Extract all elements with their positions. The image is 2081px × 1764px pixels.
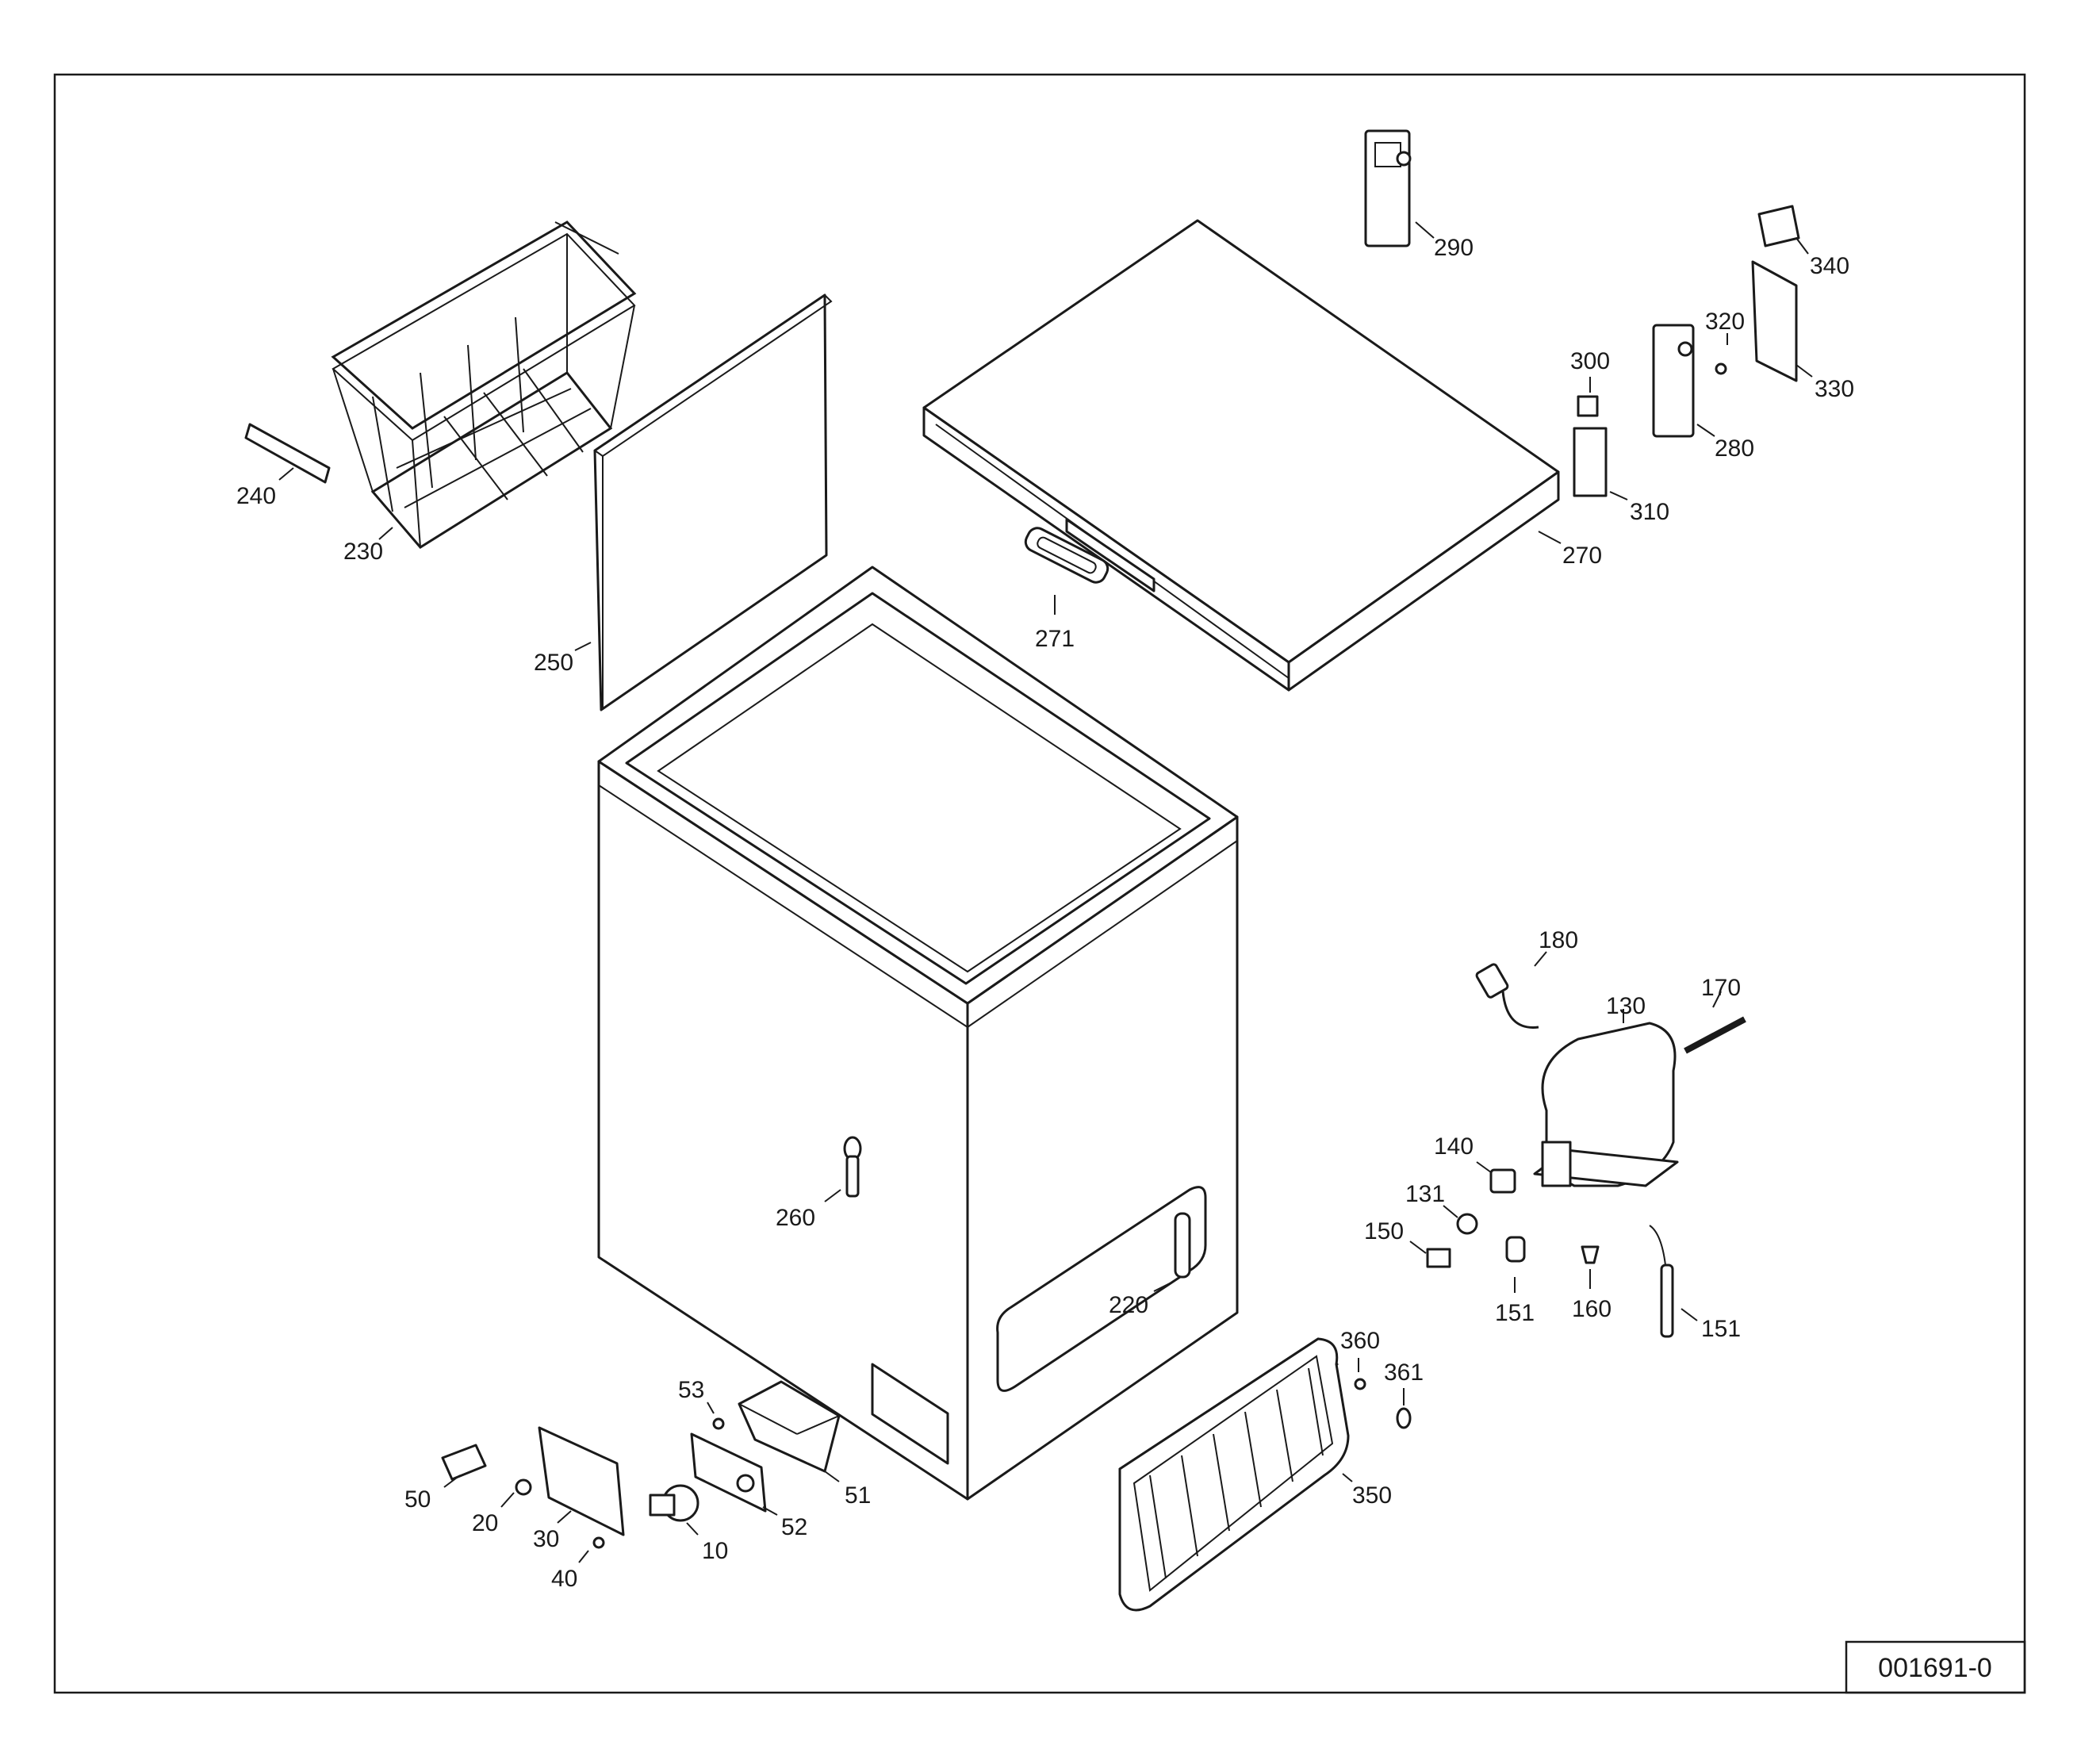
callout-250: 250	[534, 650, 573, 676]
callout-271: 271	[1035, 626, 1075, 652]
screw-40	[592, 1536, 605, 1549]
callout-131: 131	[1405, 1181, 1445, 1207]
drawing-reference-box: 001691-0	[1845, 1640, 2026, 1694]
hinge-cap-340	[1757, 205, 1800, 247]
callout-320: 320	[1705, 309, 1745, 335]
callout-230: 230	[343, 539, 383, 565]
relay-140	[1489, 1168, 1516, 1194]
part-150	[1426, 1248, 1451, 1268]
wire-basket	[331, 220, 637, 549]
plate-300	[1577, 395, 1599, 417]
callout-340: 340	[1810, 253, 1849, 279]
compressor	[1533, 1022, 1679, 1187]
tube	[1684, 1016, 1746, 1054]
callout-130: 130	[1606, 993, 1646, 1019]
callout-300: 300	[1570, 348, 1610, 374]
power-cord	[1475, 963, 1539, 1029]
hinge-cover-330	[1751, 260, 1798, 382]
part-151a	[1505, 1236, 1526, 1263]
cabinet	[597, 566, 1239, 1501]
callout-260: 260	[776, 1205, 815, 1231]
basket-handle	[244, 423, 331, 484]
callout-151b: 151	[1701, 1316, 1741, 1342]
callout-240: 240	[236, 483, 276, 509]
callout-10: 10	[702, 1538, 728, 1564]
leader-lines	[278, 221, 1813, 1563]
screw-360	[1354, 1378, 1366, 1390]
callout-180: 180	[1539, 927, 1578, 953]
callout-170: 170	[1701, 975, 1741, 1001]
callout-150: 150	[1364, 1218, 1404, 1244]
callout-labels: 290 340 320 300 330 280 310 270 271 250 …	[236, 235, 1854, 1592]
part-151b	[1649, 1225, 1674, 1338]
callout-50: 50	[404, 1486, 431, 1513]
drawing-reference-number: 001691-0	[1878, 1653, 1992, 1683]
vent-grille	[1118, 1337, 1350, 1612]
cap-131	[1456, 1213, 1478, 1235]
drawing-frame	[53, 73, 2026, 1694]
callout-330: 330	[1815, 376, 1854, 402]
callout-310: 310	[1630, 499, 1669, 525]
hinge-280	[1652, 324, 1695, 438]
part-160	[1581, 1245, 1600, 1264]
callout-151a: 151	[1495, 1300, 1535, 1326]
part-30	[538, 1426, 625, 1536]
callout-361: 361	[1384, 1359, 1424, 1386]
callout-20: 20	[472, 1510, 498, 1536]
callout-40: 40	[551, 1566, 577, 1592]
part-20	[515, 1478, 532, 1496]
thermostat-10	[649, 1484, 699, 1522]
screw-320	[1715, 362, 1727, 375]
washer-361	[1396, 1407, 1412, 1429]
callout-220: 220	[1109, 1292, 1148, 1318]
hinge-290	[1364, 129, 1412, 247]
callout-140: 140	[1434, 1133, 1474, 1160]
callout-270: 270	[1562, 543, 1602, 569]
divider-panel	[593, 293, 833, 711]
callout-280: 280	[1715, 435, 1754, 462]
box-51	[738, 1380, 841, 1473]
callout-53: 53	[678, 1377, 704, 1403]
callout-350: 350	[1352, 1482, 1392, 1509]
plate-310	[1573, 427, 1608, 497]
screw-53	[712, 1417, 725, 1430]
lid-handle-part	[1024, 527, 1109, 584]
callout-52: 52	[781, 1514, 807, 1540]
callout-290: 290	[1434, 235, 1474, 261]
callout-51: 51	[845, 1482, 871, 1509]
callout-30: 30	[533, 1526, 559, 1552]
callout-160: 160	[1572, 1296, 1612, 1322]
drain-plug	[843, 1136, 862, 1198]
part-50	[441, 1444, 487, 1481]
lid	[922, 219, 1560, 692]
callout-360: 360	[1340, 1328, 1380, 1354]
panel-52	[690, 1432, 767, 1513]
